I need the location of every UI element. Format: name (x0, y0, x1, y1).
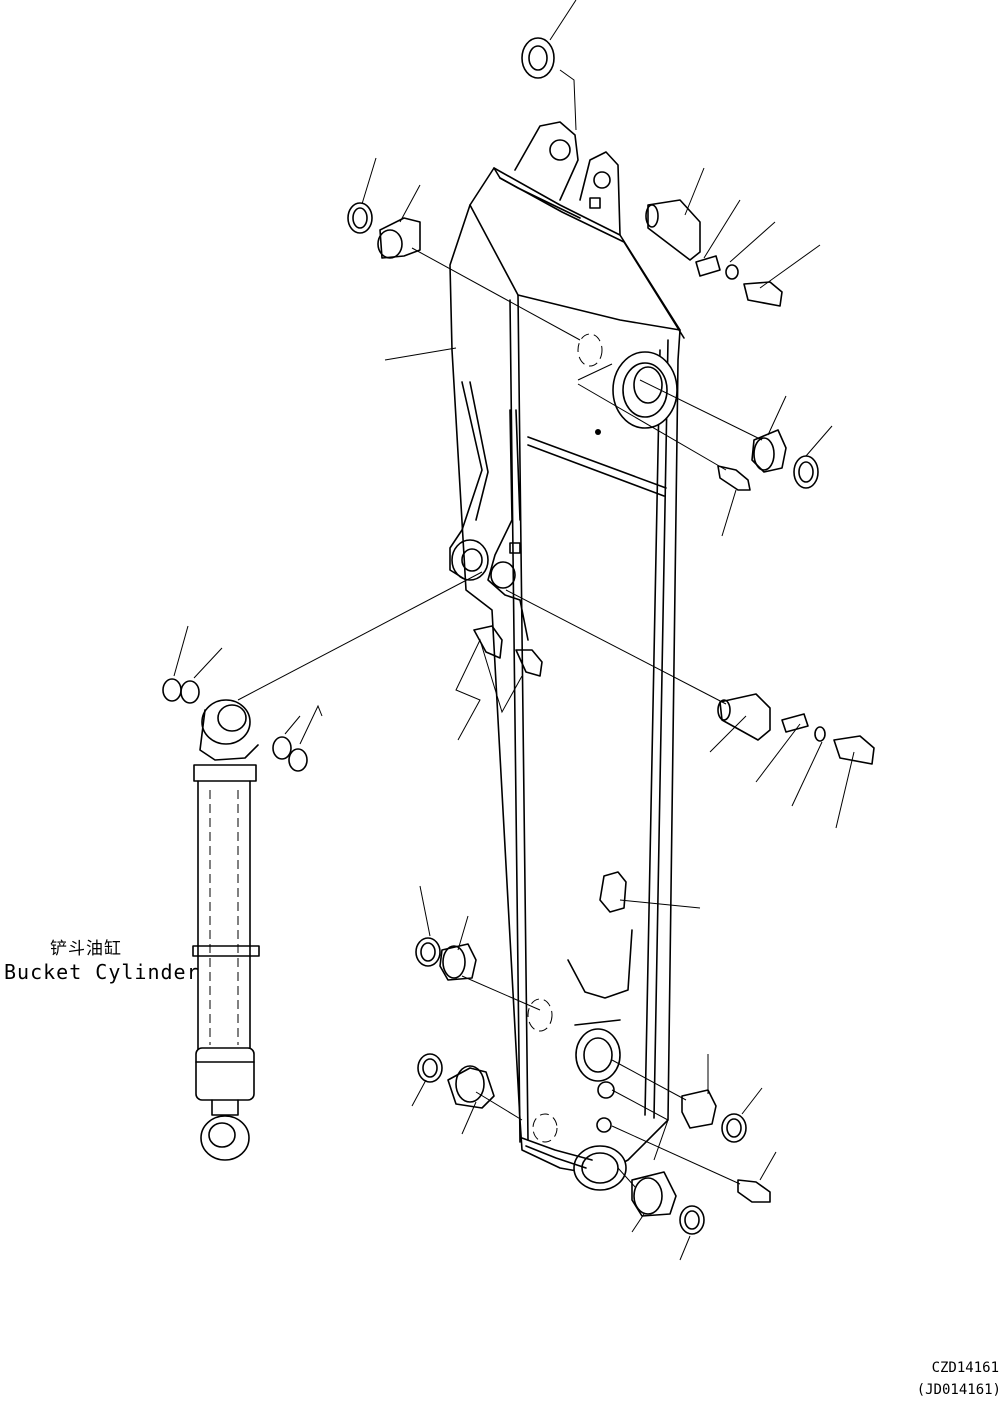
cylinder-label-en: Bucket Cylinder (4, 960, 200, 984)
leader-lines (173, 0, 855, 1261)
drawing-code-secondary: (JD014161) (916, 1382, 1001, 1398)
drawing-code: CZD14161 (931, 1360, 999, 1376)
parts (162, 37, 875, 1235)
bucket-cylinder (192, 699, 260, 1161)
cylinder-label-cn: 铲斗油缸 (50, 939, 122, 959)
arm-body (449, 121, 685, 1191)
